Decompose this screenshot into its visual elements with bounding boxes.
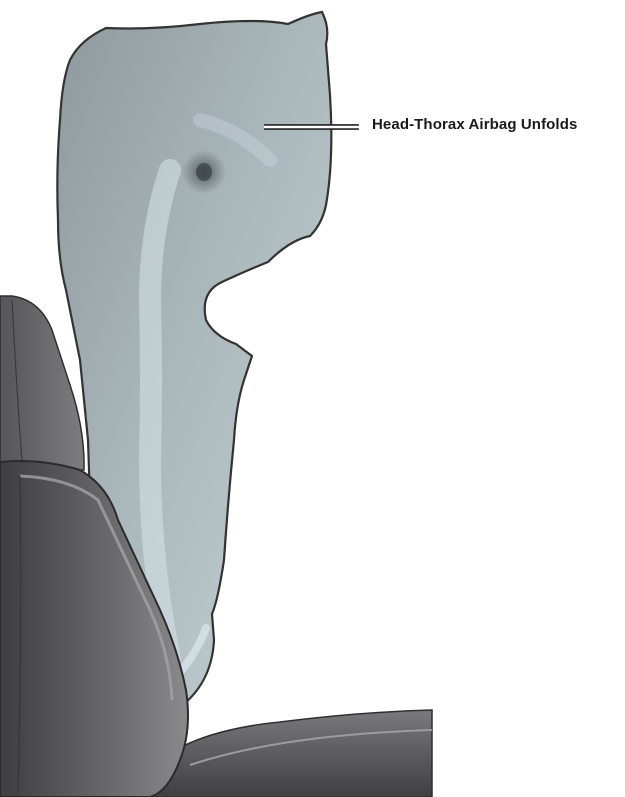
callout-leader-line	[264, 125, 359, 129]
seat-cushion	[150, 710, 432, 797]
airbag-callout-label: Head-Thorax Airbag Unfolds	[372, 116, 577, 133]
